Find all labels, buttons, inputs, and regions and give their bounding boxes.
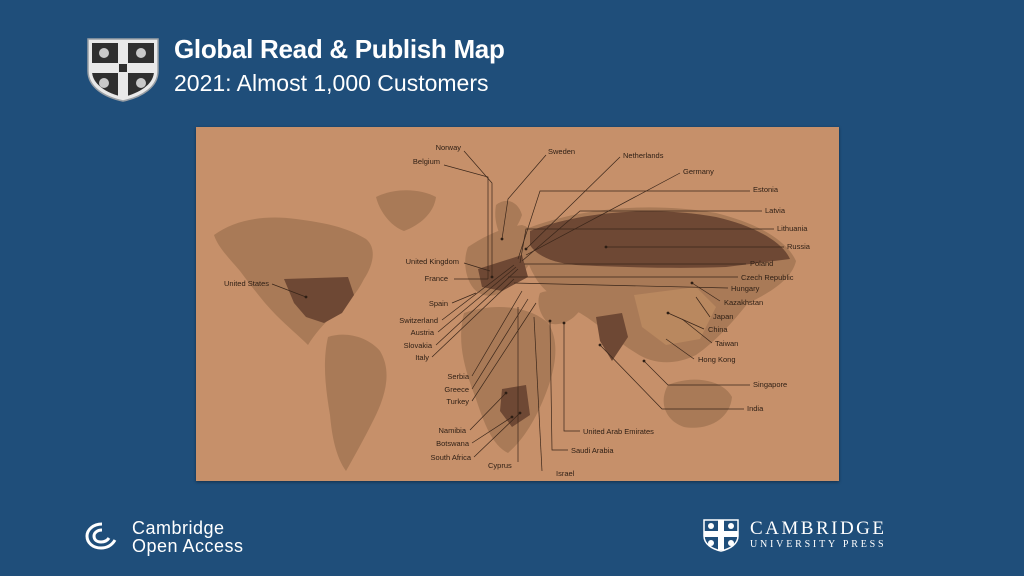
label-germany: Germany [683, 167, 714, 176]
label-hong-kong: Hong Kong [698, 355, 736, 364]
label-belgium: Belgium [413, 157, 440, 166]
cambridge-open-access-logo: Cambridge Open Access [84, 518, 274, 556]
label-france: France [425, 274, 448, 283]
world-map: Norway Belgium United Kingdom France Uni… [196, 127, 839, 481]
label-poland: Poland [750, 259, 773, 268]
label-russia: Russia [787, 242, 811, 251]
label-united-kingdom: United Kingdom [406, 257, 459, 266]
cambridge-shield-icon [87, 38, 159, 102]
south-america-landmass [324, 334, 387, 471]
label-india: India [747, 404, 764, 413]
label-estonia: Estonia [753, 185, 779, 194]
world-map-graphic: Norway Belgium United Kingdom France Uni… [214, 143, 811, 478]
label-netherlands: Netherlands [623, 151, 664, 160]
label-slovakia: Slovakia [404, 341, 433, 350]
label-spain: Spain [429, 299, 448, 308]
cup-logo-line1: CAMBRIDGE [750, 518, 887, 539]
leader-lines [271, 150, 784, 472]
greenland [376, 190, 436, 231]
southern-africa-highlight [500, 385, 530, 427]
label-czech-republic: Czech Republic [741, 273, 794, 282]
label-south-africa: South Africa [431, 453, 472, 462]
country-markers [304, 237, 694, 419]
label-uae: United Arab Emirates [583, 427, 654, 436]
label-cyprus: Cyprus [488, 461, 512, 470]
russia-shape [530, 211, 790, 268]
open-access-swirl-icon [85, 522, 117, 550]
label-turkey: Turkey [446, 397, 469, 406]
label-botswana: Botswana [436, 439, 470, 448]
label-israel: Israel [556, 469, 575, 478]
cambridge-shield-icon [703, 519, 739, 552]
label-china: China [708, 325, 728, 334]
label-sweden: Sweden [548, 147, 575, 156]
label-singapore: Singapore [753, 380, 787, 389]
label-switzerland: Switzerland [399, 316, 438, 325]
cambridge-university-press-logo: CAMBRIDGE UNIVERSITY PRESS [702, 518, 912, 554]
label-italy: Italy [415, 353, 429, 362]
united-states-shape [284, 277, 354, 323]
label-japan: Japan [713, 312, 733, 321]
page-subtitle: 2021: Almost 1,000 Customers [174, 70, 489, 96]
label-austria: Austria [411, 328, 435, 337]
label-kazakhstan: Kazakhstan [724, 298, 763, 307]
label-hungary: Hungary [731, 284, 760, 293]
scandinavia [495, 200, 522, 239]
coa-logo-line1: Cambridge [132, 518, 225, 538]
page-title: Global Read & Publish Map [174, 34, 505, 64]
label-greece: Greece [444, 385, 469, 394]
label-united-states: United States [224, 279, 269, 288]
australia-landmass [663, 379, 732, 428]
middle-east [538, 290, 582, 325]
label-taiwan: Taiwan [715, 339, 738, 348]
label-serbia: Serbia [447, 372, 470, 381]
label-saudi-arabia: Saudi Arabia [571, 446, 614, 455]
label-latvia: Latvia [765, 206, 786, 215]
label-norway: Norway [436, 143, 462, 152]
india-shape [596, 313, 628, 361]
africa-landmass [461, 307, 556, 453]
label-lithuania: Lithuania [777, 224, 808, 233]
cup-logo-line2: UNIVERSITY PRESS [750, 539, 887, 550]
label-namibia: Namibia [438, 426, 466, 435]
coa-logo-line2: Open Access [132, 536, 244, 556]
